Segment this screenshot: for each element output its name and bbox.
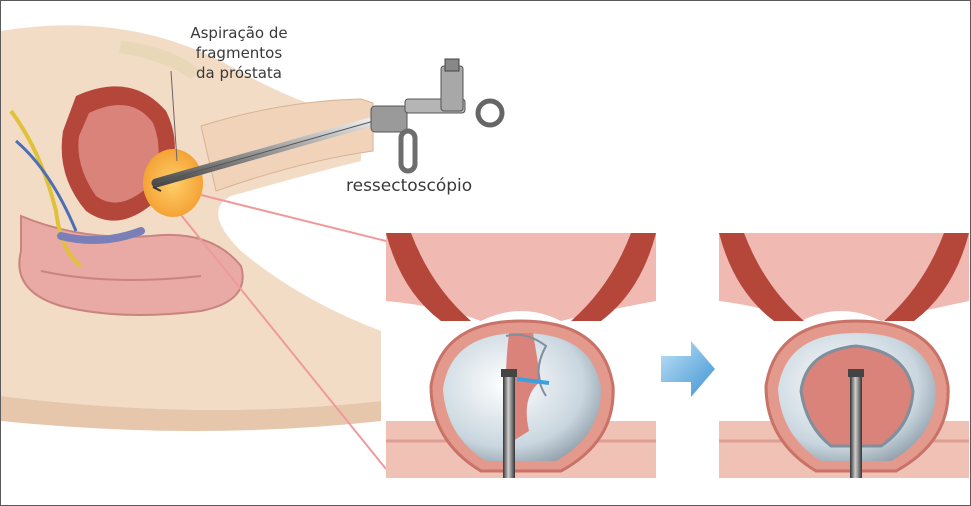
prostate-after-resection	[719, 233, 969, 478]
aspiration-label-line2: fragmentos	[179, 43, 299, 63]
aspiration-label: Aspiração de fragmentos da próstata	[179, 23, 299, 83]
aspiration-label-line3: da próstata	[179, 63, 299, 83]
prostate-during-resection	[386, 233, 656, 478]
resectoscope-label: ressectoscópio	[346, 176, 472, 196]
aspiration-label-line1: Aspiração de	[179, 23, 299, 43]
arrow-right-icon	[661, 341, 715, 397]
